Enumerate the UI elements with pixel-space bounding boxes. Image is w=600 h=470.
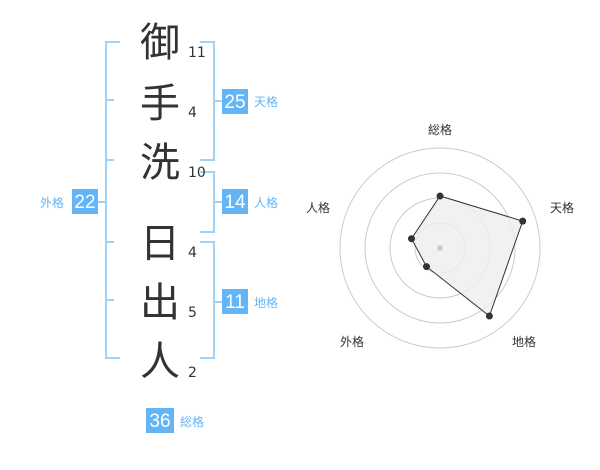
name-char-4: 日 <box>140 221 180 267</box>
stroke-count-3: 10 <box>188 165 206 181</box>
radar-point-2 <box>519 217 527 225</box>
radar-center-dot <box>437 245 443 251</box>
chikaku-value: 11 <box>225 292 245 313</box>
radar-point-5 <box>408 235 415 243</box>
radar-axis-label-chikaku: 地格 <box>512 334 536 349</box>
stroke-count-1: 11 <box>188 45 206 61</box>
tenkaku-box <box>222 89 248 114</box>
jinkaku-box <box>222 189 248 214</box>
radar-axis-label-tenkaku: 天格 <box>550 200 574 215</box>
tenkaku-label: 天格 <box>254 94 278 109</box>
name-char-5: 出 <box>140 280 180 326</box>
soukaku-label: 総格 <box>180 414 204 429</box>
jinkaku-label: 人格 <box>254 195 278 210</box>
gaikaku-value: 22 <box>74 192 95 213</box>
radar-area <box>410 195 524 317</box>
stroke-count-5: 5 <box>188 305 197 321</box>
name-panel: 御 手 洗 日 出 人 11 4 10 4 5 2 25 天格 14 人格 11… <box>40 20 278 433</box>
radar-ring-3 <box>364 172 516 324</box>
chikaku-bracket <box>200 241 215 359</box>
name-char-1: 御 <box>140 20 180 66</box>
radar-point-3 <box>485 312 493 320</box>
name-char-6: 人 <box>140 339 180 385</box>
soukaku-box <box>146 408 174 433</box>
jinkaku-value: 14 <box>224 192 246 213</box>
stroke-count-4: 4 <box>188 245 197 261</box>
radar-point-4 <box>423 263 430 271</box>
radar-points <box>408 192 527 320</box>
radar-axis-label-jinkaku: 人格 <box>306 200 330 215</box>
radar-point-1 <box>436 192 444 200</box>
gaikaku-bracket <box>105 41 120 359</box>
name-char-2: 手 <box>140 81 180 127</box>
chikaku-box <box>222 289 248 314</box>
soukaku-value: 36 <box>149 411 170 432</box>
gaikaku-label: 外格 <box>40 195 64 210</box>
radar-axis-label-gaikaku: 外格 <box>340 334 364 349</box>
name-char-3: 洗 <box>140 140 180 186</box>
stroke-count-6: 2 <box>188 365 197 381</box>
tenkaku-value: 25 <box>224 92 245 113</box>
radar-axis-label-soukaku: 総格 <box>428 122 452 137</box>
chikaku-label: 地格 <box>254 295 278 310</box>
radar-ring-4 <box>339 147 541 349</box>
gaikaku-box <box>72 189 98 214</box>
stroke-count-2: 4 <box>188 105 197 121</box>
jinkaku-bracket <box>200 171 215 233</box>
radar-chart: 総格 天格 地格 外格 人格 <box>306 122 574 349</box>
